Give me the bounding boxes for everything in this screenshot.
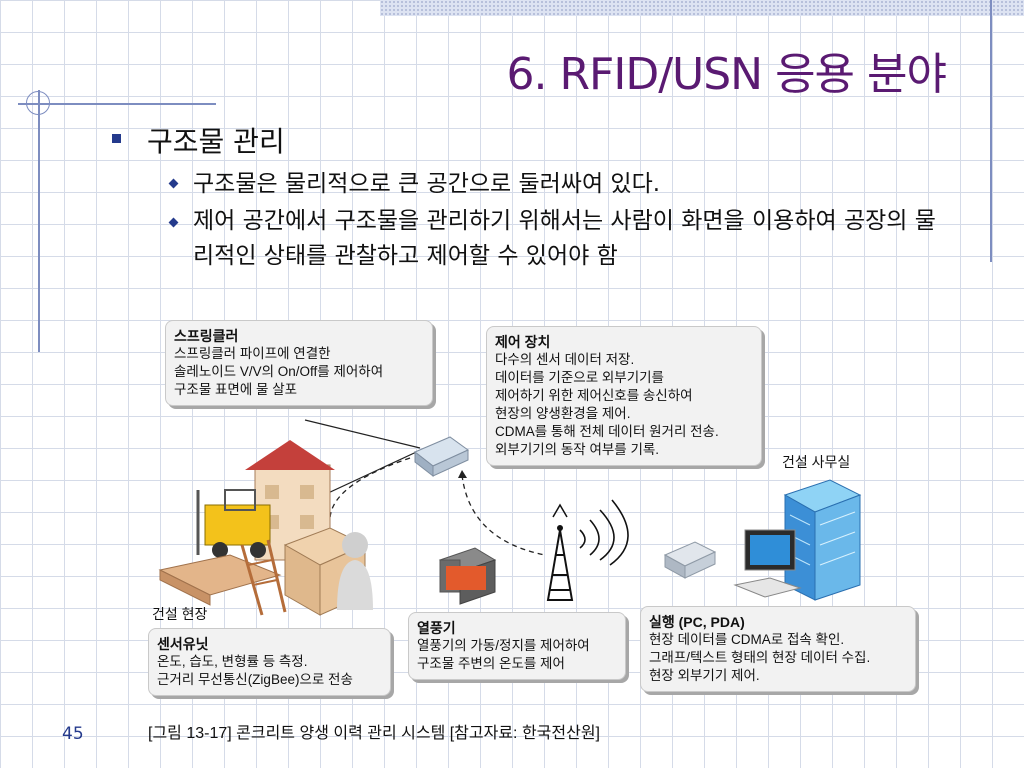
- execute-title: 실행 (PC, PDA): [649, 614, 745, 630]
- sub-bullet-2: 제어 공간에서 구조물을 관리하기 위해서는 사람이 화면을 이용하여 공장의 …: [193, 208, 936, 269]
- heater-box: 열풍기 열풍기의 가동/정지를 제어하여 구조물 주변의 온도를 제어: [408, 612, 626, 680]
- guide-line-right: [990, 0, 992, 262]
- page-number: 45: [62, 724, 84, 744]
- sensor-unit-box: 센서유닛 온도, 습도, 변형률 등 측정. 근거리 무선통신(ZigBee)으…: [148, 628, 391, 696]
- diagram-illustration: [158, 419, 862, 616]
- sprinkler-title: 스프링클러: [174, 328, 239, 344]
- person-icon: [337, 532, 373, 610]
- link-line: [304, 419, 421, 449]
- wireless-signal-icon: [579, 499, 629, 566]
- control-device-line: 제어하기 위한 제어신호를 송신하여: [495, 388, 693, 403]
- sprinkler-box: 스프링클러 스프링클러 파이프에 연결한 솔레노이드 V/V의 On/Off를 …: [165, 320, 433, 406]
- control-device-title: 제어 장치: [495, 334, 551, 350]
- office-label: 건설 사무실: [782, 454, 851, 470]
- antenna-tower-icon: [546, 503, 574, 601]
- heater-icon: [438, 547, 497, 605]
- heater-title: 열풍기: [417, 620, 456, 636]
- monitor-icon: [733, 529, 802, 598]
- heater-line: 구조물 주변의 온도를 제어: [417, 656, 565, 671]
- execute-line: 현장 데이터를 CDMA로 접속 확인.: [649, 632, 845, 647]
- control-device-line: 다수의 센서 데이터 저장.: [495, 352, 635, 367]
- guide-circle: [26, 91, 50, 115]
- bullet-diamond-icon: [168, 217, 179, 228]
- wireless-path-dashed: [461, 474, 546, 556]
- sensor-unit-line: 근거리 무선통신(ZigBee)으로 전송: [157, 672, 353, 687]
- heater-line: 열풍기의 가동/정지를 제어하여: [417, 638, 590, 653]
- ladder-icon: [240, 539, 287, 616]
- control-device-line: CDMA를 통해 전체 데이터 원거리 전송.: [495, 424, 719, 439]
- office-building-icon: [783, 479, 862, 601]
- sprinkler-line: 스프링클러 파이프에 연결한: [174, 346, 331, 361]
- sensor-unit-line: 온도, 습도, 변형률 등 측정.: [157, 654, 308, 669]
- guide-line-left: [38, 90, 40, 352]
- control-device-icon: [414, 436, 469, 478]
- wireless-path-dashed: [329, 457, 411, 521]
- bullet-diamond-icon: [168, 178, 179, 189]
- modem-device-icon: [663, 541, 717, 579]
- figure-caption: [그림 13-17] 콘크리트 양생 이력 관리 시스템 [참고자료: 한국전산…: [148, 725, 600, 742]
- site-label: 건설 현장: [152, 606, 208, 622]
- bullet-square-icon: [112, 134, 121, 143]
- sprinkler-line: 솔레노이드 V/V의 On/Off를 제어하여: [174, 364, 384, 379]
- execute-line: 그래프/텍스트 형태의 현장 데이터 수집.: [649, 650, 871, 665]
- execute-box: 실행 (PC, PDA) 현장 데이터를 CDMA로 접속 확인. 그래프/텍스…: [640, 606, 916, 692]
- sub-bullet-1: 구조물은 물리적으로 큰 공간으로 둘러싸여 있다.: [193, 171, 661, 197]
- slide-title: 6. RFID/USN 응용 분야: [506, 49, 947, 100]
- bullet-main: 구조물 관리: [147, 125, 285, 158]
- arrow-head: [458, 470, 467, 478]
- control-device-line: 현장의 양생환경을 제어.: [495, 406, 631, 421]
- sprinkler-line: 구조물 표면에 물 살포: [174, 382, 298, 397]
- control-device-box: 제어 장치 다수의 센서 데이터 저장. 데이터를 기준으로 외부기기를 제어하…: [486, 326, 762, 466]
- execute-line: 현장 외부기기 제어.: [649, 668, 760, 683]
- guide-line-top: [18, 103, 216, 105]
- control-device-line: 외부기기의 동작 여부를 기록.: [495, 442, 660, 457]
- control-device-line: 데이터를 기준으로 외부기기를: [495, 370, 664, 385]
- sensor-unit-title: 센서유닛: [157, 636, 209, 652]
- forklift-icon: [196, 489, 271, 558]
- top-pattern-band: [380, 0, 1024, 16]
